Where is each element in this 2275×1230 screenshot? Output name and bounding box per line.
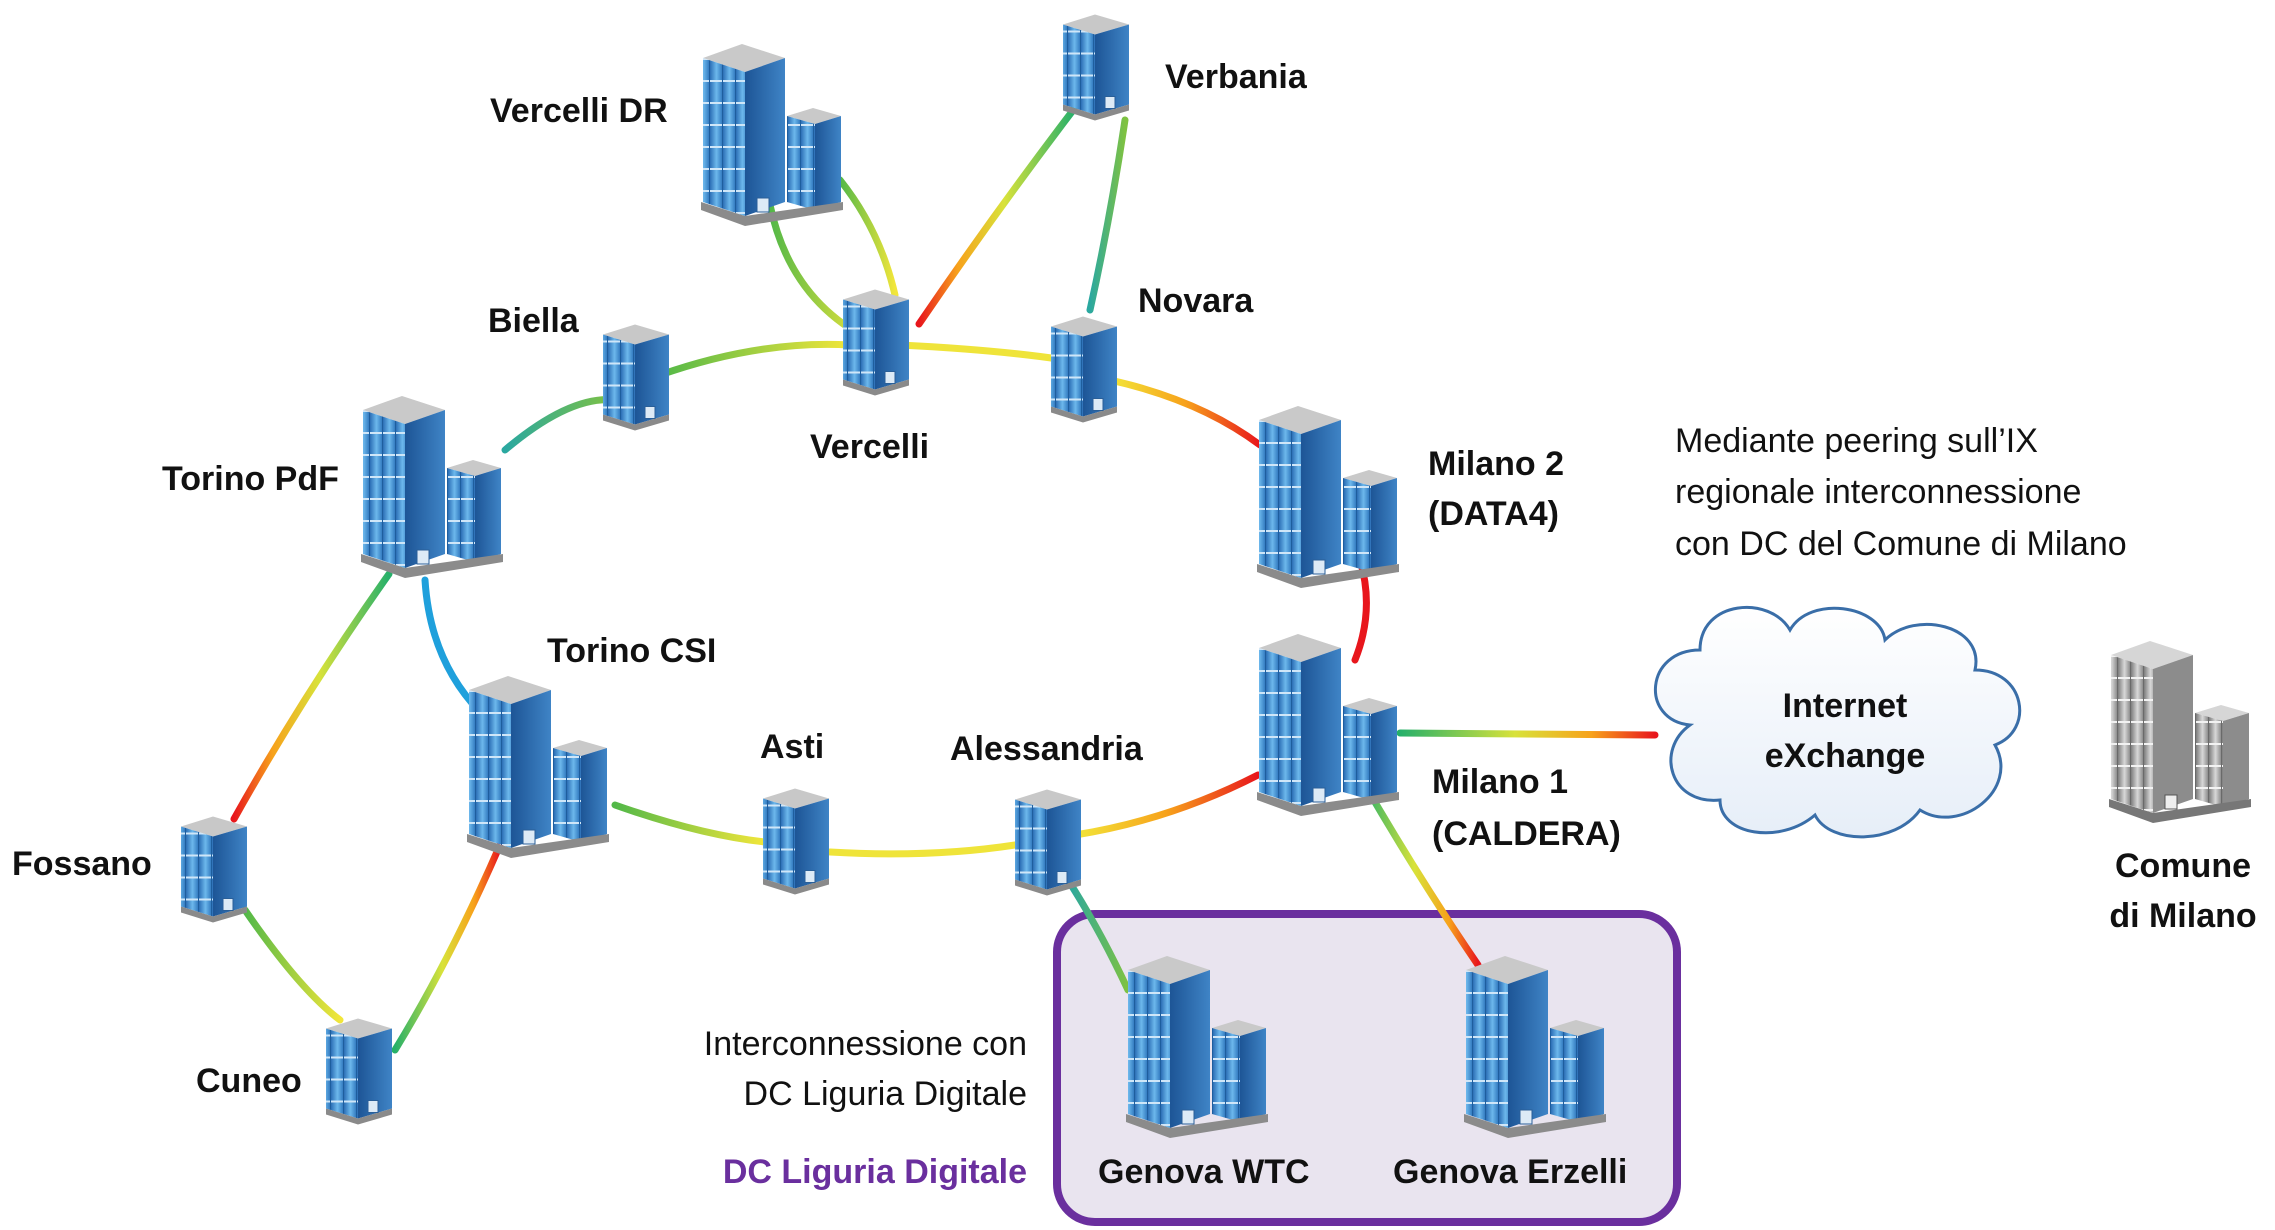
vercelli-dr-large-building-icon [700, 43, 844, 227]
label-fossano: Fossano [12, 845, 152, 883]
link-milano1-genova-erzelli [1358, 776, 1482, 969]
peering-note-line1: Mediante peering sull’IX [1675, 422, 2038, 460]
label-comune-line2: di Milano [2109, 897, 2256, 935]
comune-milano-gray-building-icon [2108, 640, 2252, 824]
label-milano2-line1: Milano 2 [1428, 445, 1564, 483]
link-verbania-novara [1086, 116, 1129, 314]
cloud-label-line1: Internet [1783, 687, 1908, 725]
link-alessandria-milano1 [1071, 771, 1262, 839]
link-biella-vercelli [656, 340, 854, 379]
vercelli-small-building-icon [842, 288, 910, 397]
milano2-large-building-icon [1256, 405, 1400, 589]
milano1-large-building-icon [1256, 633, 1400, 817]
label-torino-csi: Torino CSI [547, 632, 716, 670]
liguria-box-label: DC Liguria Digitale [723, 1153, 1027, 1191]
label-alessandria: Alessandria [950, 730, 1144, 768]
label-torino-pdf: Torino PdF [162, 460, 339, 498]
label-comune-line1: Comune [2115, 847, 2251, 885]
liguria-note-line1: Interconnessione con [704, 1025, 1027, 1063]
label-vercelli: Vercelli [810, 428, 929, 466]
link-torino-csi-cuneo [391, 841, 504, 1054]
link-torino-pdf-fossano [230, 570, 393, 823]
label-genova-erzelli: Genova Erzelli [1393, 1153, 1627, 1191]
link-asti-alessandria [826, 841, 1019, 858]
novara-small-building-icon [1050, 315, 1118, 424]
link-novara-milano2 [1106, 376, 1264, 449]
biella-small-building-icon [602, 323, 670, 432]
link-vercelli-verbania [915, 105, 1078, 328]
link-vercelli-dr-vercelli-b [836, 176, 899, 299]
network-links [230, 105, 2109, 1054]
link-alessandria-genova-wtc [1064, 876, 1132, 994]
link-vercelli-novara [896, 341, 1069, 364]
label-biella: Biella [488, 302, 580, 340]
label-cuneo: Cuneo [196, 1062, 302, 1100]
label-milano2-line2: (DATA4) [1428, 495, 1559, 533]
link-torino-csi-asti [611, 801, 769, 846]
peering-note-line2: regionale interconnessione [1675, 473, 2081, 511]
cloud-icon [1654, 606, 2022, 839]
label-vercelli-dr: Vercelli DR [490, 92, 668, 130]
cuneo-small-building-icon [325, 1017, 393, 1126]
liguria-note-line2: DC Liguria Digitale [744, 1075, 1027, 1113]
node-labels: Vercelli DR Verbania Vercelli Novara Bie… [12, 58, 2257, 1191]
label-genova-wtc: Genova WTC [1098, 1153, 1310, 1191]
torino-pdf-large-building-icon [360, 395, 504, 579]
label-novara: Novara [1138, 282, 1254, 320]
link-torino-pdf-biella [501, 396, 619, 454]
label-milano1-line2: (CALDERA) [1432, 815, 1621, 853]
link-milano1-ix [1396, 729, 1659, 739]
label-milano1-line1: Milano 1 [1432, 763, 1568, 801]
peering-note-line3: con DC del Comune di Milano [1675, 525, 2127, 563]
alessandria-small-building-icon [1014, 788, 1082, 897]
fossano-small-building-icon [180, 815, 248, 924]
link-fossano-cuneo [241, 906, 344, 1024]
notes: Mediante peering sull’IX regionale inter… [704, 422, 2127, 1191]
asti-small-building-icon [762, 787, 830, 896]
label-verbania: Verbania [1165, 58, 1308, 96]
cloud-label-line2: eXchange [1765, 737, 1926, 775]
verbania-small-building-icon [1062, 13, 1130, 122]
torino-csi-large-building-icon [466, 675, 610, 859]
internet-exchange-cloud: Internet eXchange [1654, 606, 2022, 839]
label-asti: Asti [760, 728, 824, 766]
